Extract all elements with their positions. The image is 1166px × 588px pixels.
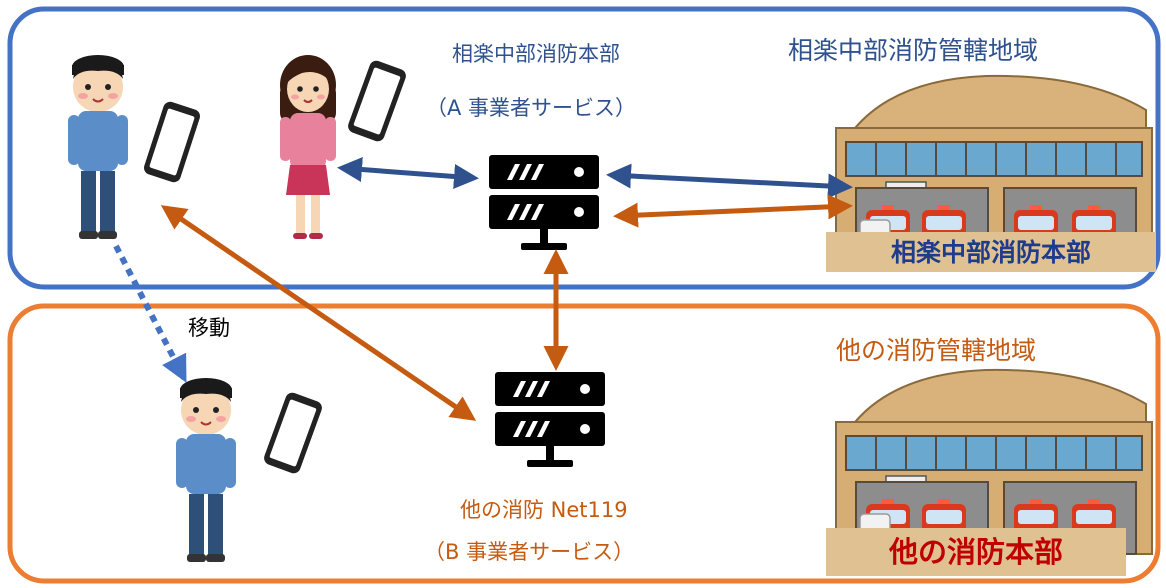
service-b-subtitle: （B 事業者サービス） <box>424 540 635 564</box>
area-label-bottom: 他の消防管轄地域 <box>836 336 1037 365</box>
arrow-user-server-b <box>160 205 477 421</box>
user-icon-top <box>67 54 129 240</box>
smartphone-icon-woman <box>346 58 408 144</box>
area-frame-top <box>7 6 1161 290</box>
arrow-move-dotted <box>113 244 187 383</box>
service-a-subtitle: （A 事業者サービス） <box>426 96 637 120</box>
fire-station-sign-top: 相楽中部消防本部 <box>826 232 1156 272</box>
area-frame-bottom <box>7 303 1161 584</box>
fire-station-icon-bottom <box>836 370 1152 554</box>
user-icon-bottom <box>175 377 237 563</box>
smartphone-icon-bottom <box>262 390 324 476</box>
arrow-server-a-station-blue <box>606 163 853 199</box>
fire-station-sign-bottom: 他の消防本部 <box>826 528 1126 576</box>
server-icon-a <box>489 155 599 250</box>
user-icon-woman <box>279 54 337 240</box>
server-icon-b <box>495 372 605 467</box>
arrow-woman-server-a <box>337 157 479 189</box>
area-label-top: 相楽中部消防管轄地域 <box>788 36 1039 65</box>
service-b-name: 他の消防 Net119 <box>460 498 628 522</box>
arrow-server-a-station-orange <box>613 194 853 228</box>
move-label: 移動 <box>188 316 230 340</box>
smartphone-icon-top <box>142 99 202 185</box>
service-a-name: 相楽中部消防本部 <box>452 42 620 66</box>
